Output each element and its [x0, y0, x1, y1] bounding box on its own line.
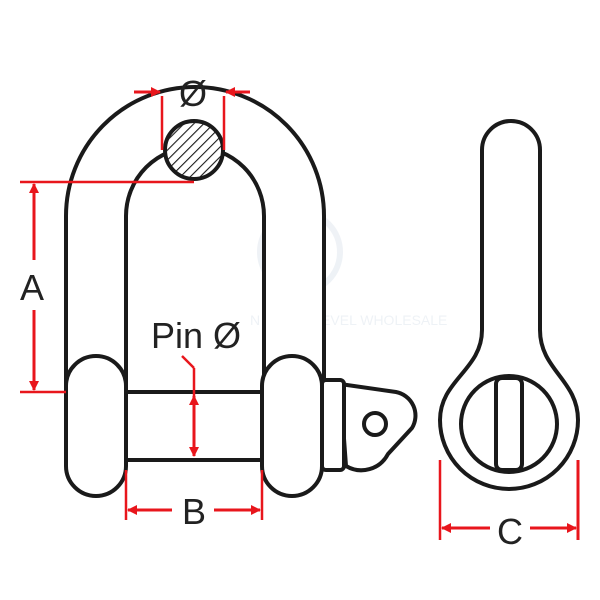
- pin-diameter-label: Pin Ø: [151, 315, 241, 356]
- side-view: [438, 119, 580, 491]
- height-label: A: [20, 267, 44, 308]
- dimension-width: B: [124, 470, 264, 532]
- pin-eye: [320, 378, 418, 473]
- eye-width-label: C: [497, 511, 523, 552]
- right-lug: [260, 354, 324, 498]
- bow-cross-section: [163, 119, 225, 181]
- dimension-height: A: [20, 180, 194, 394]
- dimension-pin-diameter: Pin Ø: [151, 315, 241, 457]
- width-label: B: [182, 491, 206, 532]
- dimension-diameter: Ø: [134, 73, 250, 150]
- dimension-eye-width: C: [438, 460, 580, 552]
- diameter-label: Ø: [179, 73, 207, 114]
- left-lug: [64, 354, 128, 498]
